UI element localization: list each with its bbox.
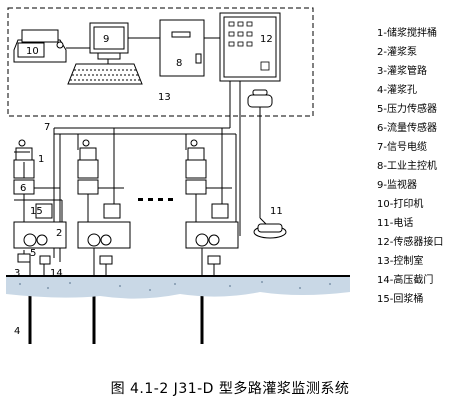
legend-item: 13-控制室 bbox=[377, 256, 424, 267]
legend-item: 2-灌浆泵 bbox=[377, 47, 417, 58]
signal-cable-label: 7 bbox=[44, 122, 50, 133]
return-tank-label: 15 bbox=[30, 206, 43, 217]
controller: 8 bbox=[159, 19, 205, 77]
legend-item: 3-灌浆管路 bbox=[377, 66, 427, 77]
printer-label: 10 bbox=[26, 46, 39, 57]
grouting-unit-3 bbox=[185, 128, 239, 344]
valve-label: 14 bbox=[50, 268, 63, 279]
legend: 1-储浆搅拌桶 2-灌浆泵 3-灌浆管路 4-灌浆孔 5-压力传感器 6-流量传… bbox=[377, 24, 459, 309]
legend-item: 15-回浆桶 bbox=[377, 294, 424, 305]
legend-item: 11-电话 bbox=[377, 218, 414, 229]
legend-item: 5-压力传感器 bbox=[377, 104, 437, 115]
legend-item: 12-传感器接口 bbox=[377, 237, 444, 248]
legend-item: 8-工业主控机 bbox=[377, 161, 437, 172]
controller-label: 8 bbox=[176, 58, 182, 69]
more-units-ellipsis bbox=[138, 198, 173, 201]
sensor-interface: 12 bbox=[219, 12, 281, 82]
pressure-sensor-label: 5 bbox=[30, 248, 36, 259]
monitor-label: 9 bbox=[103, 34, 109, 45]
grouting-system-diagram: 10 9 8 12 13 bbox=[6, 7, 350, 344]
phone-label: 11 bbox=[270, 206, 283, 217]
sensor-interface-label: 12 bbox=[260, 34, 273, 45]
legend-item: 10-打印机 bbox=[377, 199, 424, 210]
monitor: 9 bbox=[89, 22, 129, 60]
legend-item: 14-高压截门 bbox=[377, 275, 434, 286]
flow-sensor-label: 6 bbox=[20, 183, 26, 194]
legend-item: 1-储浆搅拌桶 bbox=[377, 28, 437, 39]
ground bbox=[6, 275, 350, 299]
tank-label: 1 bbox=[38, 154, 44, 165]
figure-caption: 图 4.1-2 J31-D 型多路灌浆监测系统 bbox=[110, 381, 350, 397]
control-room-label: 13 bbox=[158, 92, 171, 103]
pipe-label: 3 bbox=[14, 268, 20, 279]
control-room-cabling bbox=[66, 37, 220, 64]
keyboard bbox=[67, 63, 143, 85]
legend-item: 7-信号电缆 bbox=[377, 142, 427, 153]
phone-top bbox=[247, 89, 273, 108]
phone-bottom bbox=[253, 217, 287, 239]
legend-item: 4-灌浆孔 bbox=[377, 85, 417, 96]
legend-item: 9-监视器 bbox=[377, 180, 417, 191]
legend-item: 6-流量传感器 bbox=[377, 123, 437, 134]
grouting-unit-2 bbox=[77, 128, 131, 344]
control-room-boundary bbox=[7, 7, 314, 117]
pump-label: 2 bbox=[56, 228, 62, 239]
grouting-unit-1 bbox=[13, 139, 67, 344]
printer: 10 bbox=[13, 29, 67, 63]
hole-label: 4 bbox=[14, 326, 20, 337]
